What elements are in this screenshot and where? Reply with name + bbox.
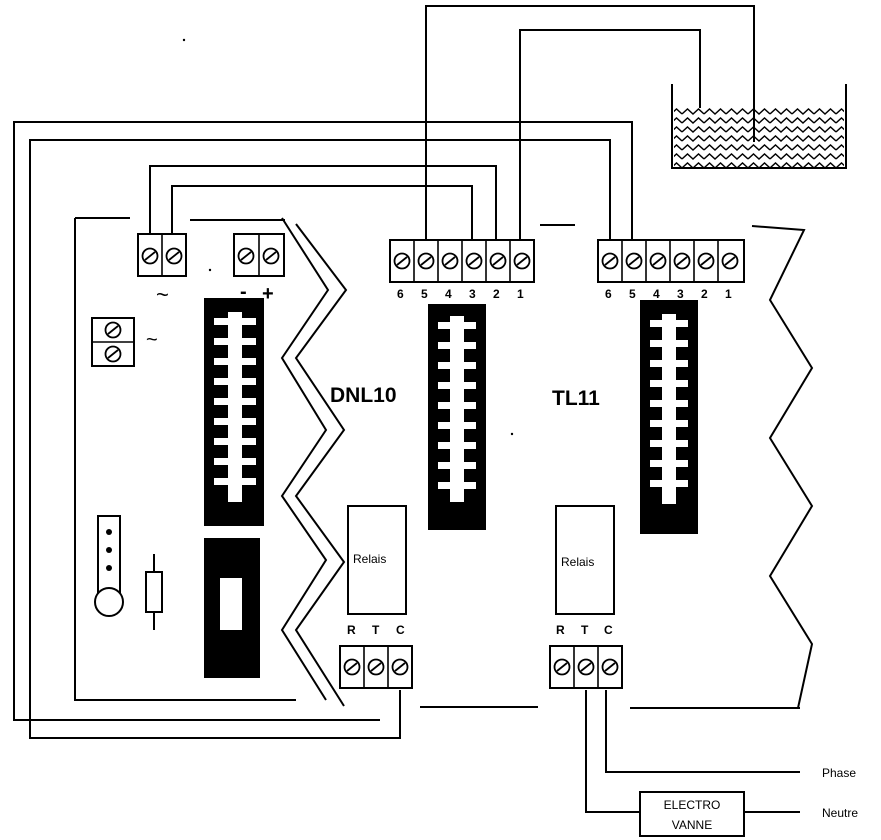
- dnl10-terminal-block: [389, 239, 535, 283]
- scan-dot: [208, 268, 212, 272]
- tl11-pin-3: 3: [677, 287, 684, 301]
- screw-icon: [104, 321, 122, 339]
- screw-icon: [601, 658, 619, 676]
- dnl10-heatsink: [428, 304, 486, 530]
- tl11-relay-label: Relais: [561, 555, 594, 569]
- dnl10-relay-label: Relais: [353, 552, 386, 566]
- screw-icon: [697, 252, 715, 270]
- power-transformer: [204, 538, 260, 678]
- dnl10-c-label: C: [396, 623, 405, 637]
- tl11-heatsink: [640, 300, 698, 534]
- screw-icon: [441, 252, 459, 270]
- screw-icon: [649, 252, 667, 270]
- dnl10-module-outline: [420, 224, 575, 708]
- tl11-rtc-labels: R T C: [556, 623, 613, 637]
- water-tank: [671, 84, 847, 169]
- screw-icon: [673, 252, 691, 270]
- screw-icon: [165, 247, 183, 265]
- side-ac-symbol-label: ~: [146, 329, 158, 351]
- resistor: [145, 554, 163, 630]
- tl11-r-label: R: [556, 623, 565, 637]
- dnl10-pin-1: 1: [517, 287, 524, 301]
- screw-icon: [489, 252, 507, 270]
- screw-icon: [262, 247, 280, 265]
- valve-line1: ELECTRO: [664, 798, 721, 812]
- screw-icon: [553, 658, 571, 676]
- screw-icon: [721, 252, 739, 270]
- screw-icon: [141, 247, 159, 265]
- screw-icon: [513, 252, 531, 270]
- tl11-pin-2: 2: [701, 287, 708, 301]
- dnl10-relay-terminal-block: [339, 645, 413, 689]
- neutre-label: Neutre: [822, 806, 858, 820]
- screw-icon: [367, 658, 385, 676]
- screw-icon: [343, 658, 361, 676]
- plus-label: +: [262, 283, 274, 305]
- dnl10-title: DNL10: [330, 384, 397, 407]
- dnl10-pin-3: 3: [469, 287, 476, 301]
- dnl10-pin-6: 6: [397, 287, 404, 301]
- tl11-pin-6: 6: [605, 287, 612, 301]
- tl11-terminal-block: [597, 239, 745, 283]
- dnl10-r-label: R: [347, 623, 356, 637]
- phase-label: Phase: [822, 766, 856, 780]
- screw-icon: [237, 247, 255, 265]
- dnl10-rtc-labels: R T C: [347, 623, 405, 637]
- tl11-pin-5: 5: [629, 287, 636, 301]
- dnl10-t-label: T: [372, 623, 380, 637]
- scan-dot: [182, 38, 186, 42]
- tl11-module-outline: [630, 225, 814, 709]
- screw-icon: [465, 252, 483, 270]
- tl11-relay: [555, 505, 615, 615]
- screw-icon: [393, 252, 411, 270]
- minus-label: -: [240, 281, 247, 303]
- screw-icon: [601, 252, 619, 270]
- power-module: [74, 217, 348, 707]
- tl11-title: TL11: [552, 387, 600, 410]
- power-heatsink: [204, 298, 264, 526]
- wiring: [13, 5, 800, 813]
- screw-icon: [417, 252, 435, 270]
- electro-valve: ELECTRO VANNE: [639, 791, 745, 837]
- side-ac-terminal: [91, 317, 135, 367]
- ac-symbol-label: ~: [156, 282, 169, 307]
- tl11-t-label: T: [581, 623, 589, 637]
- dnl10-terminal-numbers: 6 5 4 3 2 1: [397, 287, 524, 301]
- screw-icon: [625, 252, 643, 270]
- tl11-pin-4: 4: [653, 287, 660, 301]
- dnl10-pin-4: 4: [445, 287, 452, 301]
- scan-dot: [510, 432, 514, 436]
- potentiometer: [94, 515, 124, 617]
- tl11-relay-terminal-block: [549, 645, 623, 689]
- dc-terminal-block: [233, 233, 285, 277]
- screw-icon: [391, 658, 409, 676]
- ac-terminal-block: [137, 233, 187, 277]
- screw-icon: [577, 658, 595, 676]
- screw-icon: [104, 345, 122, 363]
- dnl10-pin-2: 2: [493, 287, 500, 301]
- tl11-terminal-numbers: 6 5 4 3 2 1: [605, 287, 732, 301]
- valve-line2: VANNE: [672, 818, 712, 832]
- tl11-pin-1: 1: [725, 287, 732, 301]
- dnl10-relay: [347, 505, 407, 615]
- dnl10-pin-5: 5: [421, 287, 428, 301]
- tl11-c-label: C: [604, 623, 613, 637]
